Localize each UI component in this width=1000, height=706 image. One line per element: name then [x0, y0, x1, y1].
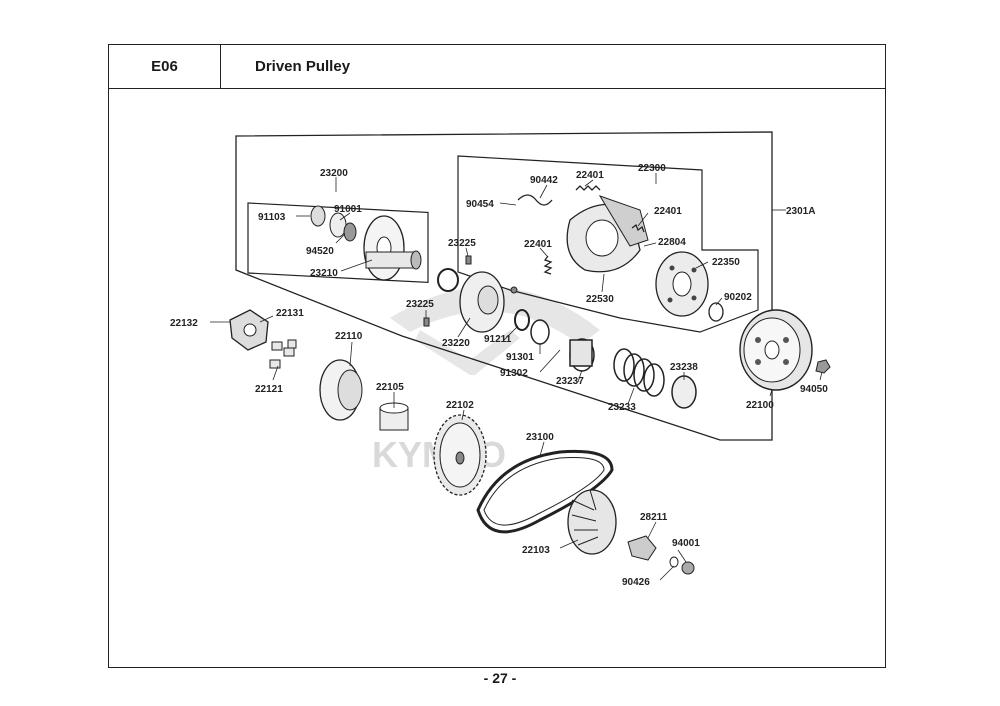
- drive-nut-shape: [681, 561, 695, 575]
- starter-gear-shape: [433, 414, 487, 496]
- part-label-22100: 22100: [746, 400, 774, 411]
- part-label-2301a: 2301A: [786, 206, 815, 217]
- part-label-28211: 28211: [640, 512, 668, 523]
- cooling-fan-shape: [567, 489, 617, 555]
- clutch-bell-shape: [739, 309, 813, 391]
- sliding-sheave-shape: [363, 215, 422, 281]
- part-label-22530: 22530: [586, 294, 614, 305]
- drive-face-shape: [319, 359, 363, 421]
- part-label-94001: 94001: [672, 538, 700, 549]
- part-label-23210: 23210: [310, 268, 338, 279]
- part-label-90442: 90442: [530, 175, 558, 186]
- part-label-22131: 22131: [276, 308, 304, 319]
- part-label-91001: 91001: [334, 204, 362, 215]
- part-label-23100: 23100: [526, 432, 554, 443]
- nut-shape: [815, 359, 831, 374]
- part-label-23233: 23233: [608, 402, 636, 413]
- oil-seal-shape: [530, 319, 550, 345]
- clutch-plate-shape: [655, 251, 709, 317]
- part-label-91211: 91211: [484, 334, 512, 345]
- part-label-22103: 22103: [522, 545, 550, 556]
- part-label-23237: 23237: [556, 376, 584, 387]
- page-number: - 27 -: [483, 670, 517, 686]
- part-label-91103: 91103: [258, 212, 286, 223]
- bearing-shape: [310, 205, 357, 242]
- washer-shape: [708, 302, 724, 322]
- part-label-90454: 90454: [466, 199, 494, 210]
- part-label-23220: 23220: [442, 338, 470, 349]
- header-row: E06 Driven Pulley: [109, 45, 885, 89]
- part-label-23225-lower: 23225: [406, 299, 434, 310]
- part-label-22132: 22132: [170, 318, 198, 329]
- section-code: E06: [109, 45, 221, 88]
- part-label-94520: 94520: [306, 246, 334, 257]
- subassembly-boundary-23200: [247, 202, 429, 284]
- section-title: Driven Pulley: [255, 58, 351, 75]
- pin-shape: [510, 286, 518, 294]
- part-label-22401-right: 22401: [654, 206, 682, 217]
- guide-pin-shape: [465, 255, 472, 265]
- part-label-91301: 91301: [506, 352, 534, 363]
- clutch-shoe-shape: [566, 195, 649, 273]
- oil-seal-shape: [514, 309, 530, 331]
- part-label-91302: 91302: [500, 368, 528, 379]
- part-label-22350: 22350: [712, 257, 740, 268]
- small-spring-shape: [517, 185, 645, 275]
- guide-pin-shape: [423, 317, 430, 327]
- drive-belt-shape: [476, 449, 614, 534]
- oring-shape: [437, 268, 459, 292]
- diagram-frame: E06 Driven Pulley: [108, 44, 886, 668]
- part-label-94050: 94050: [800, 384, 828, 395]
- fixed-sheave-shape: [459, 271, 505, 333]
- part-label-90202: 90202: [724, 292, 752, 303]
- part-label-22300: 22300: [638, 163, 666, 174]
- assembly-boundary-2301a: [235, 131, 773, 441]
- part-label-90426: 90426: [622, 577, 650, 588]
- part-label-22110: 22110: [335, 331, 363, 342]
- part-label-22401-left: 22401: [524, 239, 552, 250]
- ratchet-shape: [627, 535, 657, 561]
- drive-washer-shape: [669, 556, 679, 568]
- roller-shape: [269, 339, 297, 369]
- part-label-23225-upper: 23225: [448, 238, 476, 249]
- spring-shape: [569, 338, 697, 409]
- part-label-22102: 22102: [446, 400, 474, 411]
- ramp-plate-shape: [229, 309, 269, 351]
- part-label-22105: 22105: [376, 382, 404, 393]
- leader-lines: [210, 173, 823, 581]
- part-label-23200: 23200: [320, 168, 348, 179]
- part-label-22121: 22121: [255, 384, 283, 395]
- part-label-22804: 22804: [658, 237, 686, 248]
- part-label-23238: 23238: [670, 362, 698, 373]
- part-label-22401-top: 22401: [576, 170, 604, 181]
